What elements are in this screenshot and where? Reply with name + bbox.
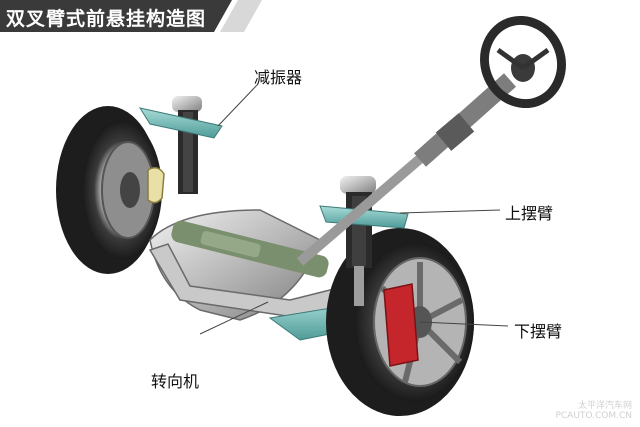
callout-lines <box>199 83 509 335</box>
label-shock-absorber: 减振器 <box>254 68 303 87</box>
left-shock-absorber <box>172 96 202 194</box>
page-title: 双叉臂式前悬挂构造图 <box>6 8 207 30</box>
watermark: 太平洋汽车网 PCAUTO.COM.CN <box>555 401 632 421</box>
title-banner: 双叉臂式前悬挂构造图 <box>0 0 262 32</box>
right-brake-caliper <box>383 283 419 367</box>
left-brake-caliper <box>147 167 165 204</box>
watermark-line1: 太平洋汽车网 <box>577 401 632 411</box>
label-steering-gear: 转向机 <box>151 372 200 391</box>
steering-wheel <box>480 15 566 109</box>
left-wheel <box>56 106 162 274</box>
steering-rack <box>171 220 329 278</box>
label-upper-arm: 上摆臂 <box>505 204 554 223</box>
banner-background <box>0 0 262 32</box>
left-upper-arm <box>138 107 223 139</box>
label-lower-arm: 下摆臂 <box>514 322 563 341</box>
watermark-line2: PCAUTO.COM.CN <box>555 411 632 421</box>
